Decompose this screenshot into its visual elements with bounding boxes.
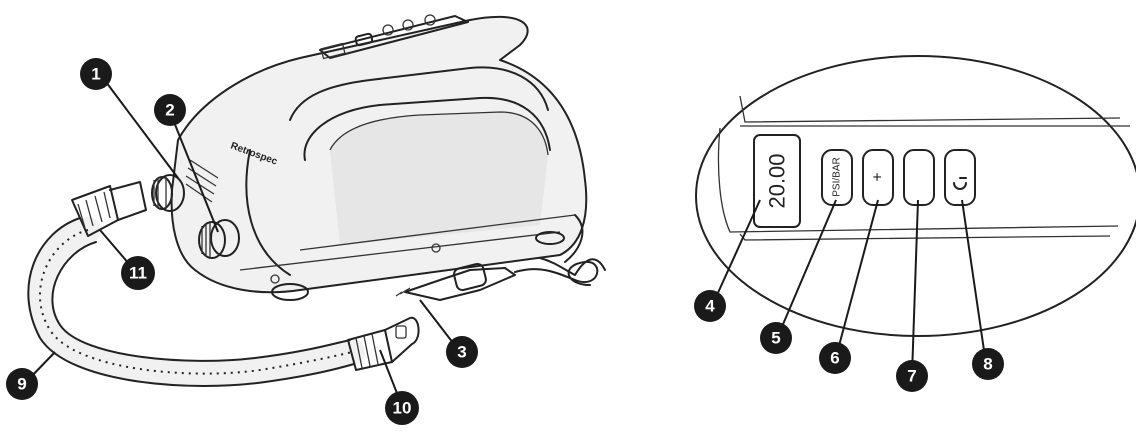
leader-lines <box>27 73 987 407</box>
callout-5: 5 <box>760 322 792 354</box>
hose-connector <box>71 181 147 237</box>
callout-2: 2 <box>154 94 186 126</box>
blank-button[interactable] <box>903 149 935 206</box>
callout-9-label: 9 <box>17 375 26 394</box>
callout-6-label: 6 <box>830 349 839 368</box>
power-icon <box>953 177 967 190</box>
leader-5 <box>777 199 837 337</box>
callout-9: 9 <box>6 368 38 400</box>
callout-4: 4 <box>694 290 726 322</box>
power-button[interactable] <box>944 149 976 206</box>
port-upper <box>151 174 185 212</box>
callout-11: 11 <box>121 256 155 290</box>
unit-toggle-button[interactable]: PSI/BAR <box>821 149 853 206</box>
callout-10: 10 <box>385 391 419 425</box>
callout-10-label: 10 <box>393 399 412 418</box>
callout-11-label: 11 <box>129 264 147 283</box>
flexible-hose <box>27 181 420 387</box>
callout-1: 1 <box>80 58 112 90</box>
callout-5-label: 5 <box>771 329 780 348</box>
callout-3-label: 3 <box>457 343 466 362</box>
pump-body: Retrospec <box>151 14 588 301</box>
leader-4 <box>711 199 761 307</box>
callout-7-label: 7 <box>907 367 916 386</box>
port-lower <box>198 219 240 259</box>
display-value: 20.00 <box>765 153 790 208</box>
nozzle-adapter <box>347 316 420 371</box>
callout-3: 3 <box>446 336 478 368</box>
plus-button[interactable]: + <box>862 149 894 206</box>
leader-2 <box>169 111 219 233</box>
leader-7 <box>911 199 919 376</box>
car-plug-cord <box>395 214 606 301</box>
callout-1-label: 1 <box>91 65 100 84</box>
callout-8: 8 <box>972 348 1004 380</box>
callout-8-label: 8 <box>983 355 992 374</box>
leader-1 <box>99 73 179 179</box>
plus-label: + <box>870 172 887 181</box>
callout-2-label: 2 <box>165 101 174 120</box>
leader-8 <box>961 199 987 365</box>
lcd-display: 20.00 <box>753 134 801 228</box>
callout-6: 6 <box>819 342 851 374</box>
callout-4-label: 4 <box>705 297 715 316</box>
callout-7: 7 <box>896 360 928 392</box>
leader-6 <box>835 199 879 358</box>
unit-toggle-label: PSI/BAR <box>832 157 843 196</box>
control-panel-zoom: 20.00 PSI/BAR + <box>695 55 1136 337</box>
